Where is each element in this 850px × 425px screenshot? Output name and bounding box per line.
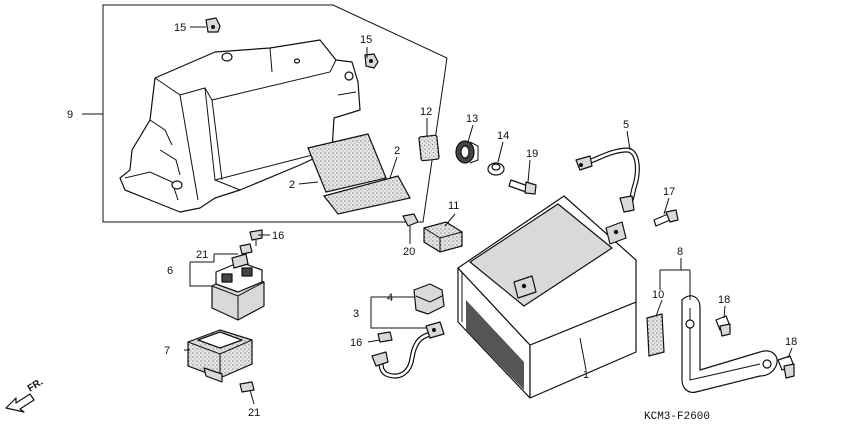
bolt-19 bbox=[508, 179, 537, 195]
callout-labels: 9 15 15 2 2 12 13 14 19 5 17 8 10 18 18 … bbox=[67, 22, 797, 419]
callout-2-left: 2 bbox=[289, 179, 295, 191]
callout-1: 1 bbox=[583, 369, 589, 381]
battery-strap bbox=[681, 295, 778, 393]
callout-16-upper: 16 bbox=[272, 230, 284, 242]
callout-13: 13 bbox=[466, 113, 478, 125]
starter-relay bbox=[211, 253, 265, 321]
collar bbox=[487, 162, 505, 176]
clip-nut-right bbox=[364, 53, 379, 69]
positive-cable bbox=[371, 321, 445, 379]
bolt-18-upper bbox=[715, 315, 731, 337]
callout-20: 20 bbox=[403, 246, 415, 258]
terminal-cover bbox=[413, 283, 445, 315]
bolt-18-lower bbox=[777, 355, 795, 379]
clip-20 bbox=[402, 213, 419, 227]
callout-19: 19 bbox=[526, 148, 538, 160]
callout-2-right: 2 bbox=[394, 145, 400, 157]
callout-5: 5 bbox=[623, 119, 629, 131]
callout-18-lower: 18 bbox=[785, 336, 797, 348]
battery bbox=[457, 195, 637, 399]
battery-case bbox=[119, 39, 361, 213]
pad-10 bbox=[646, 313, 665, 357]
foam-pad-lower bbox=[322, 175, 411, 215]
foam-pad-upper bbox=[307, 133, 387, 193]
callout-15-top: 15 bbox=[174, 22, 186, 34]
callout-8: 8 bbox=[677, 246, 683, 258]
pad-12 bbox=[418, 134, 440, 162]
bolt-17 bbox=[653, 209, 679, 227]
callout-9: 9 bbox=[67, 109, 73, 121]
callout-6: 6 bbox=[167, 265, 173, 277]
leader-lines bbox=[82, 26, 793, 405]
callout-3: 3 bbox=[353, 308, 359, 320]
diagram-code: KCM3-F2600 bbox=[644, 411, 710, 423]
callout-14: 14 bbox=[497, 130, 509, 142]
clip-21-upper bbox=[239, 243, 253, 255]
callout-16-lower: 16 bbox=[350, 337, 362, 349]
front-direction-label: FR. bbox=[26, 377, 46, 395]
clip-21-lower bbox=[239, 381, 255, 393]
callout-4: 4 bbox=[387, 292, 393, 304]
screw-16-upper bbox=[249, 229, 263, 246]
callout-21-lower: 21 bbox=[248, 407, 260, 419]
screw-16-lower bbox=[377, 331, 393, 343]
callout-15-right: 15 bbox=[360, 34, 372, 46]
callout-10: 10 bbox=[652, 289, 664, 301]
negative-cable bbox=[575, 147, 640, 213]
callout-17: 17 bbox=[663, 186, 675, 198]
callout-7: 7 bbox=[164, 345, 170, 357]
grommet bbox=[455, 140, 479, 164]
front-direction-arrow bbox=[5, 393, 35, 413]
callout-11: 11 bbox=[448, 200, 459, 212]
callout-18-upper: 18 bbox=[718, 294, 730, 306]
callout-12: 12 bbox=[420, 106, 432, 118]
fuse-block bbox=[423, 221, 463, 253]
relay-cover bbox=[187, 329, 253, 383]
clip-nut-top bbox=[205, 17, 221, 33]
callout-21-upper: 21 bbox=[196, 249, 208, 261]
